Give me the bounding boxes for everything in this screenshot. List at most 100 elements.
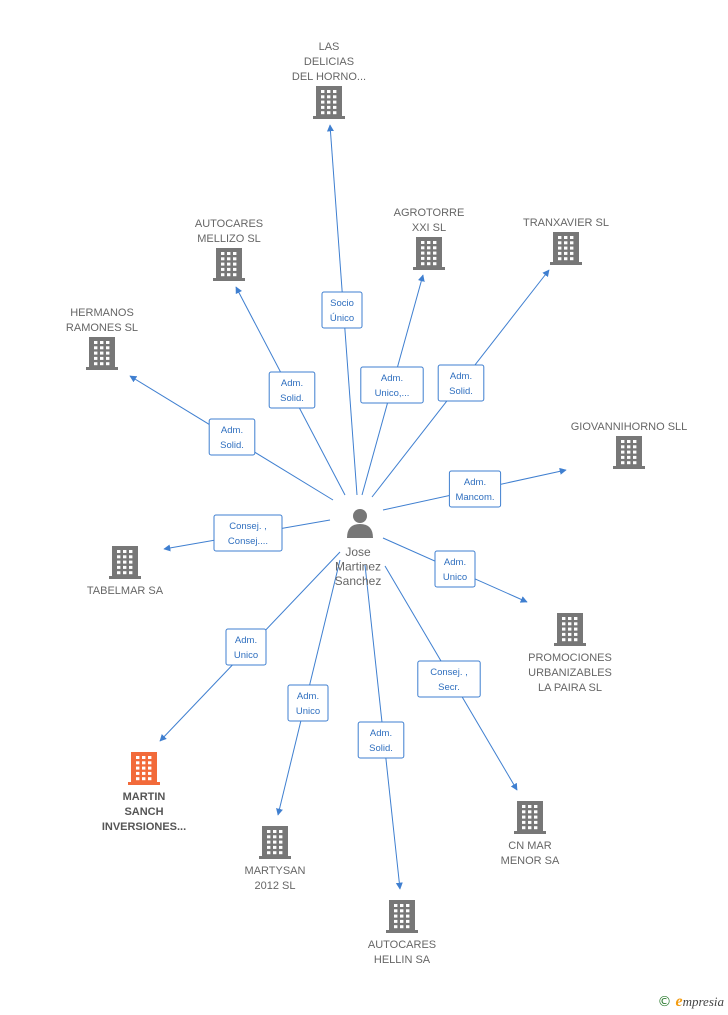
copyright-icon: © bbox=[657, 994, 672, 1010]
company-name: URBANIZABLES bbox=[528, 667, 612, 679]
person-icon bbox=[347, 509, 373, 538]
edge-label-text: Consej. , bbox=[229, 521, 267, 532]
building-icon bbox=[213, 248, 245, 281]
building-icon bbox=[613, 436, 645, 469]
edge-label-text: Adm. bbox=[221, 425, 243, 436]
edge-agrotorre[interactable]: Adm. Unico,... bbox=[360, 274, 425, 496]
edge-hermanos[interactable]: Adm. Solid. bbox=[129, 375, 334, 501]
edge-label-box[interactable] bbox=[287, 684, 329, 722]
edge-label-text: Solid. bbox=[220, 440, 244, 451]
company-name: GIOVANNIHORNO SLL bbox=[571, 421, 688, 433]
edge-label-text: Solid. bbox=[449, 386, 473, 397]
building-icon bbox=[413, 237, 445, 270]
company-name: XXI SL bbox=[412, 222, 446, 234]
building-icon bbox=[259, 826, 291, 859]
company-name: TRANXAVIER SL bbox=[523, 217, 609, 229]
edge-martysan[interactable]: Adm. Unico bbox=[276, 559, 341, 816]
company-name: MARTIN bbox=[123, 791, 166, 803]
edge-label-box[interactable] bbox=[448, 470, 502, 508]
company-name: INVERSIONES... bbox=[102, 821, 186, 833]
edge-cnmar[interactable]: Consej. , Secr. bbox=[384, 565, 518, 791]
edge-mellizo[interactable]: Adm. Solid. bbox=[235, 286, 346, 496]
edge-label-text: Único bbox=[330, 313, 354, 324]
edge-label-text: Solid. bbox=[369, 743, 393, 754]
edge-label-text: Adm. bbox=[281, 378, 303, 389]
building-icon bbox=[514, 801, 546, 834]
building-icon bbox=[109, 546, 141, 579]
edge-label-box[interactable] bbox=[437, 364, 485, 402]
edge-label-box[interactable] bbox=[357, 721, 405, 759]
building-icon bbox=[128, 752, 160, 785]
edge-label-text: Adm. bbox=[381, 373, 403, 384]
company-name: HELLIN SA bbox=[374, 954, 431, 966]
edge-giovanni[interactable]: Adm.Mancom. bbox=[382, 467, 567, 511]
company-node-tabelmar[interactable]: TABELMAR SA bbox=[87, 546, 164, 597]
edge-label-text: Socio bbox=[330, 298, 354, 309]
building-icon bbox=[86, 337, 118, 370]
company-name: DEL HORNO... bbox=[292, 71, 366, 83]
edge-label-text: Unico,... bbox=[375, 388, 410, 399]
edge-martin[interactable]: Adm. Unico bbox=[159, 551, 341, 742]
edge-label-box[interactable] bbox=[321, 291, 363, 329]
footer-brand[interactable]: © empresia bbox=[657, 993, 724, 1011]
company-name: MARTYSAN bbox=[245, 865, 306, 877]
person-name: Martinez bbox=[335, 560, 381, 574]
edge-label-text: Adm. bbox=[297, 691, 319, 702]
company-node-promociones[interactable]: PROMOCIONES URBANIZABLES LA PAIRA SL bbox=[528, 613, 612, 694]
edge-label-text: Unico bbox=[443, 572, 467, 583]
company-name: AUTOCARES bbox=[368, 939, 436, 951]
company-name: HERMANOS bbox=[70, 307, 134, 319]
edge-label-box[interactable] bbox=[213, 514, 283, 552]
edge-label-box[interactable] bbox=[208, 418, 256, 456]
company-name: MELLIZO SL bbox=[197, 233, 261, 245]
edge-label-text: Secr. bbox=[438, 682, 460, 693]
company-node-martin[interactable]: MARTIN SANCH INVERSIONES... bbox=[102, 752, 186, 833]
building-icon bbox=[313, 86, 345, 119]
edge-tranxavier[interactable]: Adm. Solid. bbox=[371, 269, 550, 498]
company-node-hellin[interactable]: AUTOCARES HELLIN SA bbox=[368, 900, 436, 966]
company-name: CN MAR bbox=[508, 840, 551, 852]
edge-label-box[interactable] bbox=[268, 371, 316, 409]
edge-hellin[interactable]: Adm. Solid. bbox=[357, 564, 405, 890]
building-icon bbox=[550, 232, 582, 265]
building-icon bbox=[554, 613, 586, 646]
edge-label-text: Adm. bbox=[235, 635, 257, 646]
brand-logo: empresia bbox=[675, 993, 724, 1010]
company-node-giovanni[interactable]: GIOVANNIHORNO SLL bbox=[571, 421, 688, 469]
company-name: AUTOCARES bbox=[195, 218, 263, 230]
edge-label-text: Consej.... bbox=[228, 536, 268, 547]
edge-label-text: Solid. bbox=[280, 393, 304, 404]
edge-label-box[interactable] bbox=[225, 628, 267, 666]
company-node-martysan[interactable]: MARTYSAN 2012 SL bbox=[245, 826, 306, 892]
company-name: DELICIAS bbox=[304, 56, 354, 68]
company-node-mellizo[interactable]: AUTOCARES MELLIZO SL bbox=[195, 218, 263, 281]
edge-label-text: Unico bbox=[234, 650, 258, 661]
edge-label-box[interactable] bbox=[417, 660, 481, 698]
building-icon bbox=[386, 900, 418, 933]
company-node-tranxavier[interactable]: TRANXAVIER SL bbox=[523, 217, 609, 265]
edge-label-text: Adm. bbox=[370, 728, 392, 739]
company-name: 2012 SL bbox=[255, 880, 296, 892]
edge-label-text: Unico bbox=[296, 706, 320, 717]
edge-label-box[interactable] bbox=[360, 366, 424, 404]
edge-promociones[interactable]: Adm.Unico bbox=[382, 537, 528, 603]
person-name: Sanchez bbox=[335, 574, 382, 588]
company-name: PROMOCIONES bbox=[528, 652, 612, 664]
company-name: TABELMAR SA bbox=[87, 585, 164, 597]
company-name: AGROTORRE bbox=[394, 207, 465, 219]
edge-label-box[interactable] bbox=[434, 550, 476, 588]
company-name: SANCH bbox=[124, 806, 163, 818]
person-name: Jose bbox=[345, 545, 371, 559]
edge-tabelmar[interactable]: Consej. , Consej.... bbox=[163, 514, 331, 552]
edge-label-text: Consej. , bbox=[430, 667, 468, 678]
company-name: LA PAIRA SL bbox=[538, 682, 602, 694]
company-node-agrotorre[interactable]: AGROTORRE XXI SL bbox=[394, 207, 465, 270]
edge-label-text: Adm. bbox=[450, 371, 472, 382]
